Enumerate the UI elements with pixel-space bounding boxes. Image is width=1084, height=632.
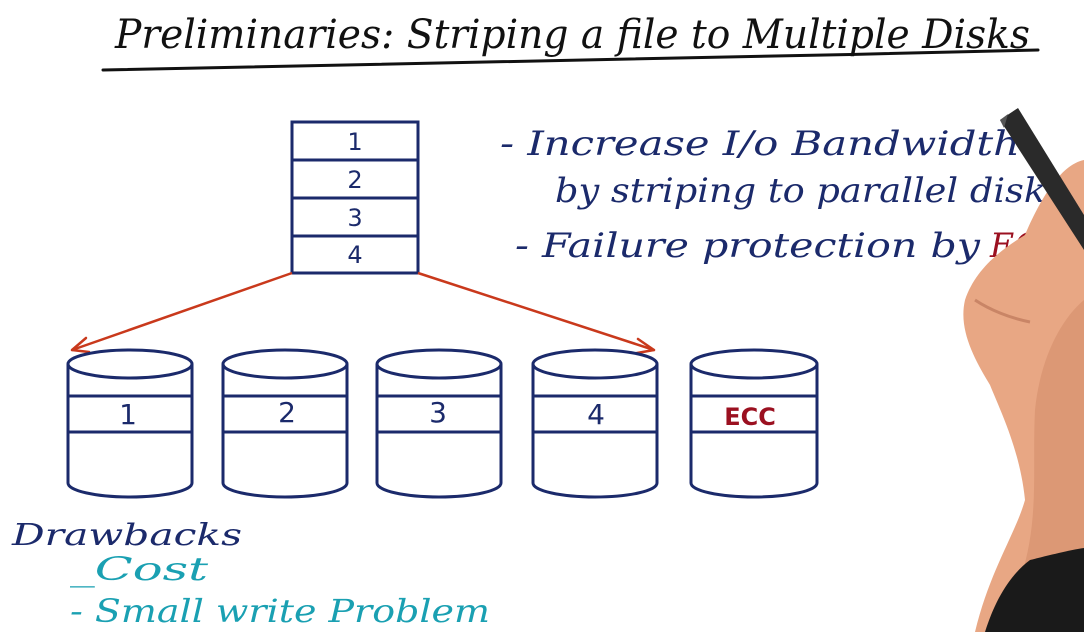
title-underline [101, 48, 1040, 72]
disk-3: 3 [375, 348, 503, 499]
file-block-4 [290, 234, 420, 275]
notes-block: - Increase I/o Bandwidth by striping to … [500, 124, 1066, 266]
note-line-1: - Increase I/o Bandwidth [500, 124, 1020, 164]
sleeve [985, 548, 1084, 632]
drawback-item-cost: _Cost [70, 550, 208, 588]
marker-pen-icon [1000, 108, 1084, 250]
disk-label-2: 2 [278, 396, 296, 429]
disk-label-1: 1 [119, 398, 137, 431]
arrowhead-left [70, 336, 91, 354]
disk-top [66, 348, 194, 380]
file-block-label-1: 1 [347, 128, 362, 156]
drawback-item-small-write: - Small write Problem [70, 592, 490, 630]
striping-arrows [70, 271, 656, 355]
finger-knuckle [974, 298, 1031, 324]
disk-top [531, 348, 659, 380]
disk-body [375, 364, 503, 499]
disk-top [689, 348, 819, 380]
disk-label-ecc: ECC [724, 403, 776, 431]
file-block-label-4: 4 [347, 241, 362, 269]
drawbacks-block: Drawbacks _Cost - Small write Problem [11, 518, 490, 630]
slide-title: Preliminaries: Striping a file to Multip… [114, 12, 1030, 58]
note-line-3: - Failure protection by [515, 226, 981, 266]
marker-body [1000, 108, 1084, 250]
presenter-hand [963, 160, 1084, 632]
disk-body [66, 364, 194, 499]
disk-top [375, 348, 503, 380]
disk-1: 1 [66, 348, 194, 499]
drawbacks-heading: Drawbacks [11, 518, 242, 553]
hand-shadow [1010, 300, 1084, 632]
disk-top [221, 348, 349, 380]
disk-label-3: 3 [429, 396, 447, 429]
disk-label-4: 4 [587, 398, 605, 431]
marker-tip [1000, 114, 1008, 128]
arrowhead-right [635, 337, 656, 355]
disk-body [689, 364, 819, 499]
disk-body [531, 364, 659, 499]
disk-body [221, 364, 349, 499]
arrow-to-disk-1 [71, 271, 293, 352]
disk-2: 2 [221, 348, 349, 499]
file-block-label-3: 3 [347, 204, 362, 232]
file-block-label-2: 2 [347, 166, 362, 194]
disk-4: 4 [531, 348, 659, 499]
file-block-stack: 1 2 3 4 [290, 120, 420, 275]
arrow-to-disk-4 [417, 271, 655, 352]
note-line-2: by striping to parallel disks [555, 171, 1065, 211]
disk-ecc: ECC [689, 348, 819, 499]
